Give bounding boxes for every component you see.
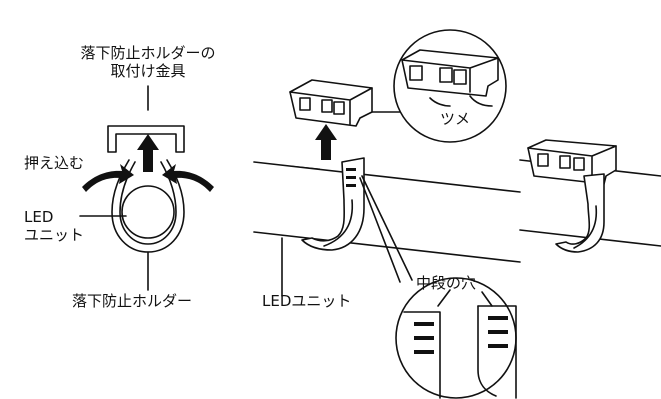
led-unit-circle bbox=[121, 185, 175, 239]
push-arrow-right-icon bbox=[162, 164, 214, 192]
up-arrow-icon bbox=[137, 134, 159, 172]
holder-inner bbox=[119, 161, 177, 245]
middle-hole-label: 中段の穴 bbox=[416, 274, 477, 292]
right-figure bbox=[519, 139, 661, 253]
hole-zoom-connector bbox=[359, 175, 413, 283]
led-unit-left-label: LED ユニット bbox=[24, 208, 85, 244]
center-holder bbox=[301, 157, 365, 251]
center-up-arrow-icon bbox=[315, 124, 337, 160]
left-figure bbox=[79, 85, 214, 291]
center-figure bbox=[253, 29, 521, 399]
tube-highlight bbox=[289, 165, 321, 170]
push-label: 押え込む bbox=[24, 154, 85, 172]
led-unit-center-label: LEDユニット bbox=[262, 292, 352, 310]
mounting-bracket bbox=[107, 125, 185, 153]
bracket-label: 落下防止ホルダーの 取付け金具 bbox=[80, 44, 216, 80]
push-arrow-left-icon bbox=[82, 164, 134, 192]
holder-label: 落下防止ホルダー bbox=[72, 292, 193, 310]
claw-label: ツメ bbox=[440, 110, 471, 128]
